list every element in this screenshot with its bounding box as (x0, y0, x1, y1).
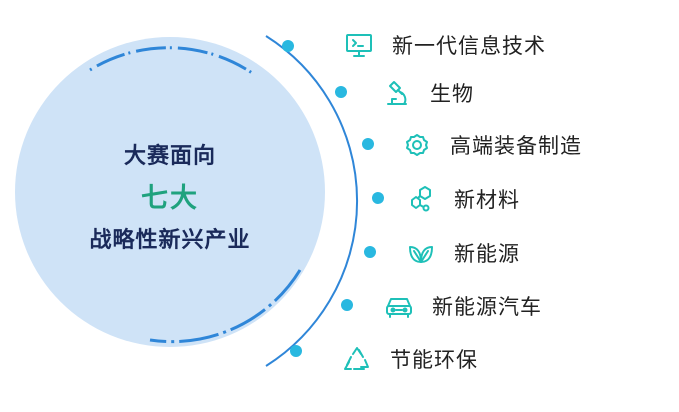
inner-ring-top (89, 46, 256, 77)
industry-item-5: 新能源 (404, 236, 520, 270)
center-title-line1: 大赛面向 (123, 144, 216, 169)
center-circle (15, 37, 325, 347)
recycle-icon (340, 342, 374, 376)
industry-item-4-label: 新材料 (454, 188, 520, 212)
industry-item-2: 生物 (380, 76, 474, 110)
arc-dots (282, 40, 384, 357)
dot-4 (372, 192, 384, 204)
outer-arc (265, 35, 359, 367)
industry-item-4: 新材料 (404, 182, 520, 216)
dot-6 (341, 299, 353, 311)
leaf-icon (404, 236, 438, 270)
industry-item-6-label: 新能源汽车 (432, 295, 542, 319)
industry-item-1: 新一代信息技术 (342, 28, 546, 62)
industry-item-5-label: 新能源 (454, 242, 520, 266)
dot-2 (335, 86, 347, 98)
center-title-line2: 七大 (141, 183, 199, 214)
dot-1 (282, 40, 294, 52)
industry-item-3-label: 高端装备制造 (450, 134, 582, 158)
industry-item-3: 高端装备制造 (400, 128, 582, 162)
gear-hand-icon (400, 128, 434, 162)
industry-item-2-label: 生物 (430, 82, 474, 106)
center-title-line3: 战略性新兴产业 (89, 228, 251, 253)
monitor-icon (342, 28, 376, 62)
molecule-icon (404, 182, 438, 216)
inner-ring-bottom (149, 269, 302, 344)
industry-item-7: 节能环保 (340, 342, 478, 376)
industry-item-6: 新能源汽车 (382, 289, 542, 323)
microscope-icon (380, 76, 414, 110)
dot-5 (364, 246, 376, 258)
dot-7 (290, 345, 302, 357)
dot-3 (362, 138, 374, 150)
industry-item-1-label: 新一代信息技术 (392, 34, 546, 58)
industry-item-7-label: 节能环保 (390, 348, 478, 372)
car-icon (382, 289, 416, 323)
